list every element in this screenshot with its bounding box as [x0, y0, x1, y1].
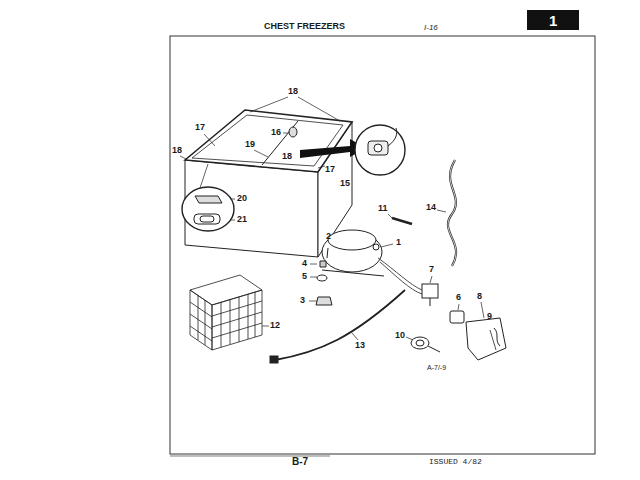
- freezer-cabinet: [185, 110, 352, 257]
- callout-number: 4: [302, 259, 307, 269]
- callout-number: 10: [395, 331, 405, 341]
- callout-number: 18: [282, 152, 292, 162]
- callout-number: 18: [172, 146, 182, 156]
- hinge-inset: [182, 187, 234, 231]
- callout-number: 16: [271, 128, 281, 138]
- callout-number: 19: [245, 140, 255, 150]
- callout-number: 3: [300, 296, 305, 306]
- callout-number: 12: [270, 321, 280, 331]
- section-tab: 1: [527, 10, 579, 30]
- callout-number: 5: [302, 272, 307, 282]
- callout-number: 17: [195, 123, 205, 133]
- callout-number: 20: [237, 194, 247, 204]
- tube-highlight: [448, 160, 456, 266]
- callout-number: 9: [487, 312, 492, 322]
- callout-number: 1: [396, 238, 401, 248]
- plug: [270, 356, 278, 363]
- callout-number: 15: [340, 179, 350, 189]
- figure-code: A-7/-9: [427, 364, 446, 372]
- page-title: CHEST FREEZERS: [264, 22, 345, 32]
- compressor: [322, 218, 412, 276]
- callout-number: 21: [237, 215, 247, 225]
- callout-number: 18: [288, 87, 298, 97]
- electrical-parts: [378, 258, 506, 360]
- callout-number: 2: [326, 232, 331, 242]
- callout-number: 7: [429, 265, 434, 275]
- page-code: I-16: [424, 24, 438, 33]
- section-number: 1: [549, 13, 557, 28]
- wire-basket: [190, 275, 262, 350]
- callout-number: 14: [426, 203, 436, 213]
- callout-number: 13: [355, 341, 365, 351]
- page-number: B-7: [292, 456, 308, 467]
- small-parts: [316, 261, 332, 305]
- callout-number: 17: [325, 165, 335, 175]
- callout-number: 6: [456, 293, 461, 303]
- condenser-tube: [448, 160, 456, 266]
- callout-number: 8: [477, 292, 482, 302]
- page-frame: [170, 36, 595, 454]
- issue-date: ISSUED 4/82: [429, 458, 482, 467]
- leader-lines: [180, 97, 492, 340]
- thermostat-inset: [355, 125, 405, 175]
- power-cord: [275, 290, 405, 360]
- callout-number: 11: [378, 204, 388, 214]
